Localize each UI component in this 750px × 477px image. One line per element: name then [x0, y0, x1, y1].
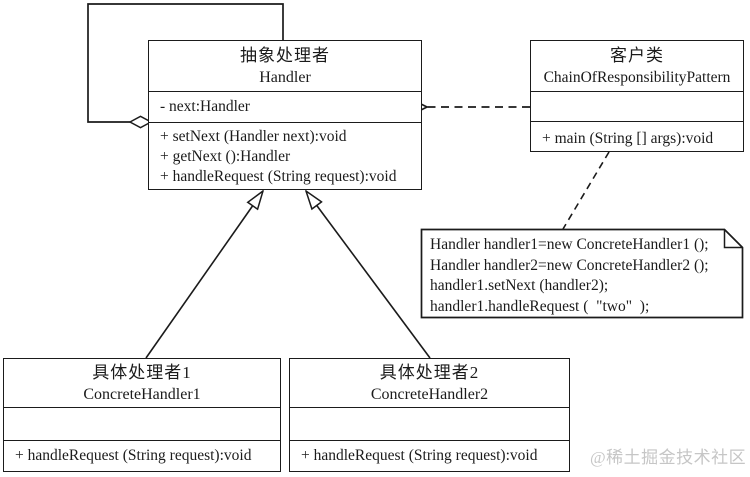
methods-section: + main (String [] args):void	[531, 122, 743, 151]
class-box-client: 客户类 ChainOfResponsibilityPattern + main …	[530, 40, 744, 152]
inheritance-line-concrete1	[145, 191, 263, 359]
note-anchor-dashed-line	[562, 151, 610, 230]
aggregation-self-loop	[87, 3, 284, 123]
note-line: Handler handler2=new ConcreteHandler2 ()…	[430, 256, 709, 274]
attribute-item: - next:Handler	[160, 98, 250, 115]
note-line: handler1.setNext (handler2);	[430, 277, 609, 294]
class-title-concrete2: 具体处理者2 ConcreteHandler2	[290, 359, 569, 408]
note-line: Handler handler1=new ConcreteHandler1 ()…	[430, 236, 709, 253]
attributes-section-empty	[531, 92, 743, 122]
methods-section: + handleRequest (String request):void	[290, 441, 569, 471]
note-fold-corner-icon	[723, 229, 743, 249]
attributes-section-empty	[290, 408, 569, 441]
class-title-cn: 抽象处理者	[240, 46, 330, 65]
attributes-section-empty	[4, 408, 280, 441]
note-line: handler1.handleRequest ( "two" );	[430, 297, 650, 315]
note-box: Handler handler1=new ConcreteHandler1 ()…	[421, 229, 743, 318]
class-title-en: ConcreteHandler1	[83, 386, 201, 403]
class-title-client: 客户类 ChainOfResponsibilityPattern	[531, 41, 743, 92]
class-title-en: ChainOfResponsibilityPattern	[543, 69, 731, 86]
method-item: + getNext ():Handler	[160, 148, 291, 165]
class-title-en: ConcreteHandler2	[370, 386, 489, 403]
attributes-section: - next:Handler	[149, 92, 421, 123]
class-box-concrete1: 具体处理者1 ConcreteHandler1 + handleRequest …	[3, 358, 281, 472]
watermark: @稀土掘金技术社区	[590, 448, 747, 467]
note-shape	[420, 228, 744, 319]
method-item: + setNext (Handler next):void	[160, 128, 347, 145]
method-item: + handleRequest (String request):void	[301, 447, 538, 464]
method-item: + main (String [] args):void	[542, 130, 714, 147]
class-title-en: Handler	[259, 69, 311, 86]
method-item: + handleRequest (String request):void	[15, 447, 252, 464]
class-box-handler: 抽象处理者 Handler - next:Handler + setNext (…	[148, 40, 422, 190]
method-item: + handleRequest (String request):void	[160, 168, 397, 185]
class-title-cn: 具体处理者2	[379, 363, 480, 382]
methods-section: + handleRequest (String request):void	[4, 441, 280, 471]
methods-section: + setNext (Handler next):void + getNext …	[149, 123, 421, 189]
class-title-cn: 客户类	[610, 46, 664, 65]
class-title-concrete1: 具体处理者1 ConcreteHandler1	[4, 359, 280, 408]
class-box-concrete2: 具体处理者2 ConcreteHandler2 + handleRequest …	[289, 358, 570, 472]
inheritance-line-concrete2	[306, 191, 431, 359]
class-title-handler: 抽象处理者 Handler	[149, 41, 421, 92]
class-title-cn: 具体处理者1	[92, 363, 192, 382]
